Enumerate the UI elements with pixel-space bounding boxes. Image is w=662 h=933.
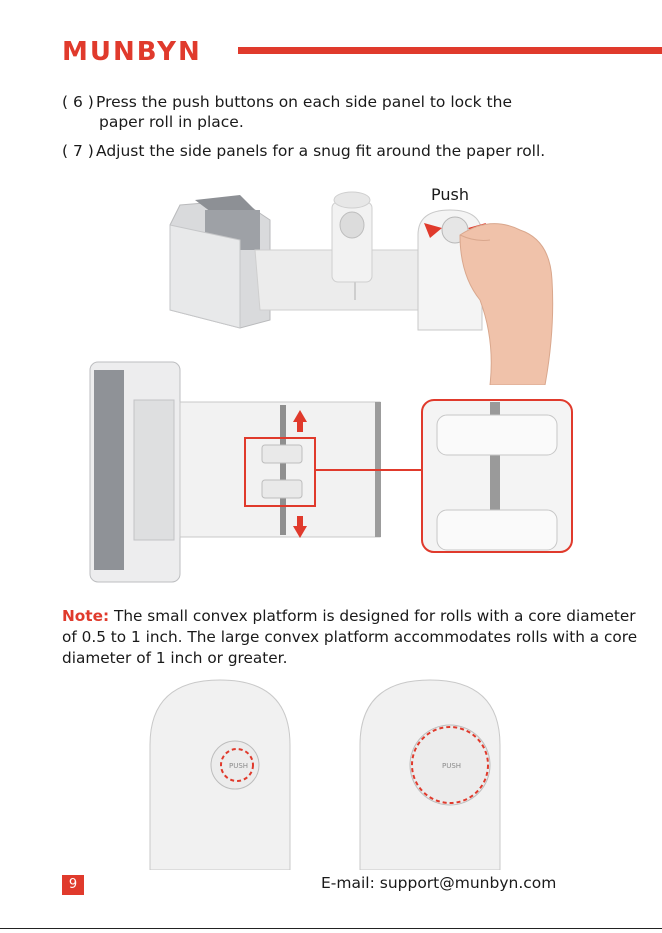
printer-top-view <box>89 361 181 583</box>
push-label: Push <box>431 185 469 204</box>
small-button-text: PUSH <box>229 762 248 770</box>
hand <box>459 223 554 385</box>
step-6: ( 6 )Press the push buttons on each side… <box>62 92 512 132</box>
step-7-text: Adjust the side panels for a snug fit ar… <box>96 142 546 160</box>
page-number: 9 <box>62 875 84 895</box>
large-platform-panel: PUSH <box>359 679 501 870</box>
small-platform-panel: PUSH <box>149 679 291 870</box>
adjust-arrows <box>293 410 307 538</box>
note-paragraph: Note: The small convex platform is desig… <box>62 606 652 669</box>
bottom-rule <box>0 928 662 929</box>
step-6-number: ( 6 ) <box>62 93 94 111</box>
zoom-inset <box>421 399 573 553</box>
note-label: Note: <box>62 607 110 625</box>
top-view-illustration <box>89 361 573 583</box>
printer-body <box>169 195 271 329</box>
footer-email: E-mail: support@munbyn.com <box>321 874 557 892</box>
step-6-continuation: paper roll in place. <box>99 113 244 131</box>
push-button-illustration: Push <box>169 185 554 385</box>
header-rule <box>238 47 662 54</box>
convex-platform-comparison: PUSH PUSH <box>149 679 501 870</box>
step-6-text: Press the push buttons on each side pane… <box>96 93 512 111</box>
spindle <box>331 191 373 283</box>
step-7: ( 7 )Adjust the side panels for a snug f… <box>62 141 545 161</box>
large-button-text: PUSH <box>442 762 461 770</box>
brand-logo: MUNBYN <box>62 37 202 67</box>
zoom-source-box <box>244 437 422 507</box>
step-7-number: ( 7 ) <box>62 142 94 160</box>
note-text: The small convex platform is designed fo… <box>62 607 638 667</box>
